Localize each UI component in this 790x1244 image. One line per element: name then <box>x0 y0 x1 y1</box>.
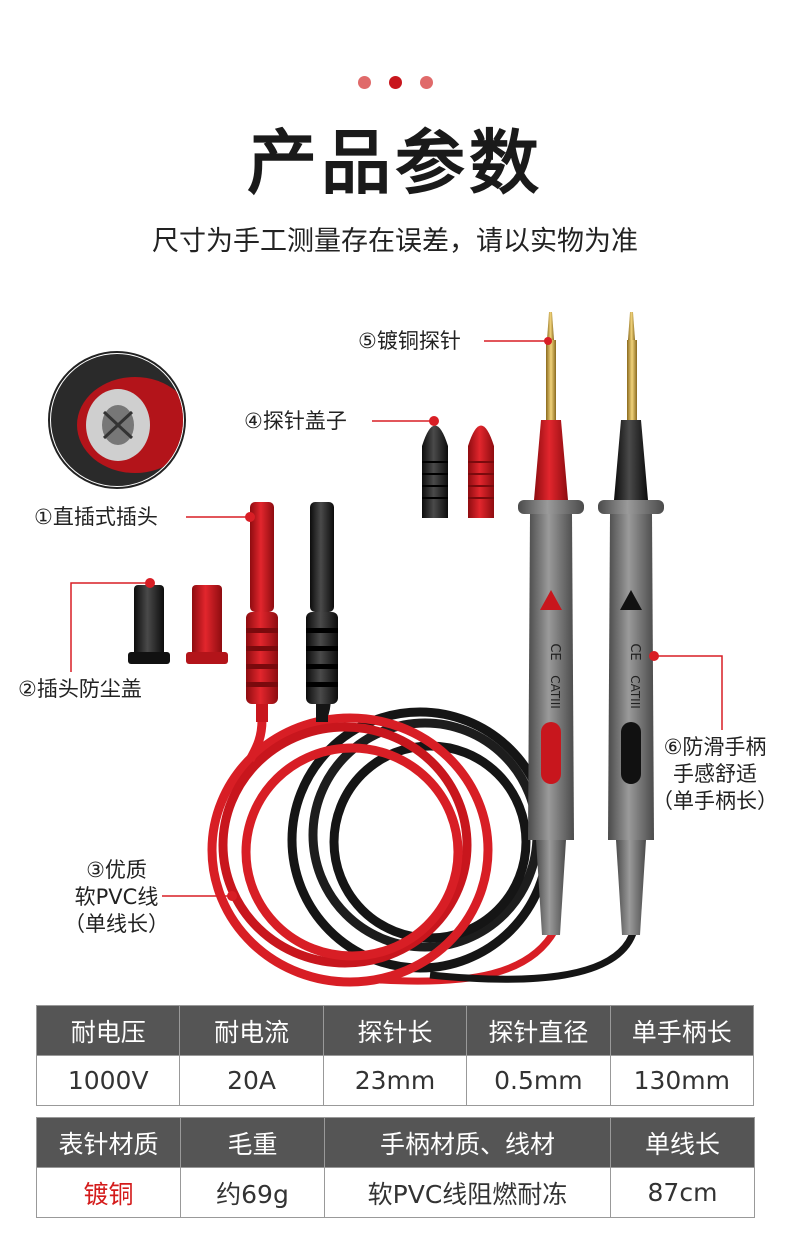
red-probe-ce-mark: CE <box>547 643 562 660</box>
callout-anti-slip-handle: ⑥防滑手柄 手感舒适 （单手柄长） <box>652 734 778 815</box>
black-probe-cat-mark: CATIII <box>628 675 642 709</box>
callout-plug-dust-cap: ②插头防尘盖 <box>18 677 142 701</box>
spec-table-2-header-row: 表针材质 毛重 手柄材质、线材 单线长 <box>36 1117 755 1168</box>
spec-table-2-value-row: 镀铜 约69g 软PVC线阻燃耐冻 87cm <box>36 1167 755 1218</box>
spec-value-voltage: 1000V <box>35 1055 181 1106</box>
callout-markers <box>145 337 659 901</box>
page-title: 产品参数 <box>247 122 543 204</box>
callout-leader-lines <box>70 340 723 897</box>
red-straight-plug <box>246 502 278 722</box>
spec-table-1-value-row: 1000V 20A 23mm 0.5mm 130mm <box>35 1055 755 1106</box>
page-subtitle: 尺寸为手工测量存在误差，请以实物为准 <box>152 226 638 257</box>
plug-dust-caps <box>128 585 228 664</box>
callout-copper-probe: ⑤镀铜探针 <box>358 329 461 353</box>
red-probe-cat-mark: CATIII <box>548 675 562 709</box>
spec-table-1: 耐电压 耐电流 探针长 探针直径 单手柄长 1000V 20A 23mm 0.5… <box>35 1005 755 1106</box>
spec-header-probe-diameter: 探针直径 <box>466 1005 611 1056</box>
spec-table-2: 表针材质 毛重 手柄材质、线材 单线长 镀铜 约69g 软PVC线阻燃耐冻 87… <box>36 1117 755 1218</box>
dot-right <box>419 76 433 89</box>
black-probe-ce-mark: CE <box>627 643 642 660</box>
dot-left <box>357 76 371 89</box>
spec-header-handle-length: 单手柄长 <box>609 1005 755 1056</box>
spec-value-weight: 约69g <box>180 1167 325 1218</box>
black-straight-plug <box>306 502 338 722</box>
spec-value-current: 20A <box>179 1055 324 1106</box>
spec-value-wire-length: 87cm <box>610 1167 755 1218</box>
callout-handle-line3: （单手柄长） <box>652 789 778 813</box>
spec-header-weight: 毛重 <box>180 1117 325 1168</box>
red-probe: CE CATIII <box>518 312 584 935</box>
spec-value-handle-wire-material: 软PVC线阻燃耐冻 <box>324 1167 611 1218</box>
callout-pvc-wire-line2: 软PVC线 <box>74 885 159 909</box>
spec-header-needle-material: 表针材质 <box>36 1117 181 1168</box>
spec-value-needle-material: 镀铜 <box>36 1167 181 1218</box>
probe-illustration: CE CATIII CE CATIII <box>48 312 723 987</box>
spec-table-1-header-row: 耐电压 耐电流 探针长 探针直径 单手柄长 <box>35 1005 755 1056</box>
spec-value-probe-diameter: 0.5mm <box>466 1055 611 1106</box>
callout-straight-plug: ①直插式插头 <box>34 505 158 529</box>
callout-pvc-wire-line1: ③优质 <box>86 858 147 882</box>
decorative-dots <box>0 76 790 89</box>
spec-header-probe-length: 探针长 <box>322 1005 468 1056</box>
product-diagram: CE CATIII CE CATIII <box>0 300 790 1000</box>
callout-handle-line1: ⑥防滑手柄 <box>663 735 767 759</box>
plug-closeup-circle <box>48 351 186 489</box>
spec-header-current: 耐电流 <box>179 1005 324 1056</box>
callout-handle-line2: 手感舒适 <box>673 762 757 786</box>
probe-tip-caps <box>422 425 494 518</box>
spec-value-probe-length: 23mm <box>322 1055 468 1106</box>
callout-probe-cap: ④探针盖子 <box>244 409 347 433</box>
black-probe: CE CATIII <box>598 312 664 935</box>
spec-header-wire-length: 单线长 <box>610 1117 755 1168</box>
callout-pvc-wire-line3: （单线长） <box>64 912 169 936</box>
callout-pvc-wire: ③优质 软PVC线 （单线长） <box>64 857 169 938</box>
spec-header-handle-wire-material: 手柄材质、线材 <box>324 1117 611 1168</box>
spec-value-handle-length: 130mm <box>609 1055 755 1106</box>
red-cable-coil <box>207 713 493 987</box>
spec-header-voltage: 耐电压 <box>35 1005 181 1056</box>
dot-middle <box>388 76 402 89</box>
